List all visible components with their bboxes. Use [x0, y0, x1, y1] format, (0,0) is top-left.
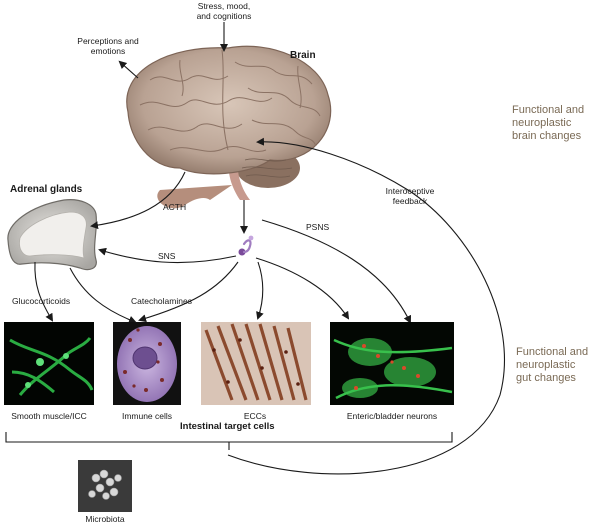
interoceptive-feedback-label: Interoceptive feedback — [385, 186, 435, 206]
enteric-arrow — [255, 257, 350, 320]
cell-label-immune: Immune cells — [121, 411, 173, 421]
interoceptive-feedback-arrow — [227, 137, 505, 475]
ecc-arrow — [256, 261, 264, 320]
adrenal-glands-label: Adrenal glands — [10, 184, 83, 195]
pathway-arrows — [5, 22, 505, 475]
target-cells-bracket — [5, 432, 453, 443]
microbiota-label: Microbiota — [85, 514, 125, 524]
psns-arrow — [261, 219, 412, 324]
sns-arrow — [98, 247, 237, 264]
perceptions-arrow — [118, 60, 139, 79]
adrenal-gland-illustration — [7, 199, 98, 271]
acth-arrow — [90, 171, 186, 230]
brain-illustration — [126, 45, 332, 209]
intestinal-target-cells-label: Intestinal target cells — [180, 421, 275, 432]
acth-label: ACTH — [163, 202, 187, 212]
cell-panel-smooth-muscle — [4, 322, 94, 405]
cell-panel-eccs — [201, 322, 311, 405]
gut-changes-note: Functional and neuroplastic gut changes — [516, 346, 589, 384]
perceptions-label: Perceptions and emotions — [77, 36, 139, 56]
cell-label-enteric-neurons: Enteric/bladder neurons — [346, 411, 438, 421]
autonomic-outflow-icon — [238, 235, 254, 256]
catecholamines-label: Catecholamines — [131, 296, 192, 306]
brain-changes-note: Functional and neuroplastic brain change… — [512, 104, 585, 142]
cell-panel-immune — [113, 322, 181, 405]
adrenal-catecholamine-arrow — [69, 267, 137, 324]
glucocorticoids-label: Glucocorticoids — [12, 296, 71, 306]
glucocorticoid-arrow — [34, 261, 54, 322]
catecholamine-arrow — [138, 261, 239, 323]
sns-label: SNS — [158, 251, 176, 261]
microbiota-image — [78, 460, 132, 512]
psns-label: PSNS — [306, 222, 330, 232]
brain-label: Brain — [290, 50, 316, 61]
stress-input-label: Stress, mood, and cognitions — [196, 1, 252, 21]
cell-panel-enteric-neurons — [330, 322, 454, 405]
cell-label-eccs: ECCs — [243, 411, 267, 421]
cell-label-smooth-muscle: Smooth muscle/ICC — [11, 411, 87, 421]
